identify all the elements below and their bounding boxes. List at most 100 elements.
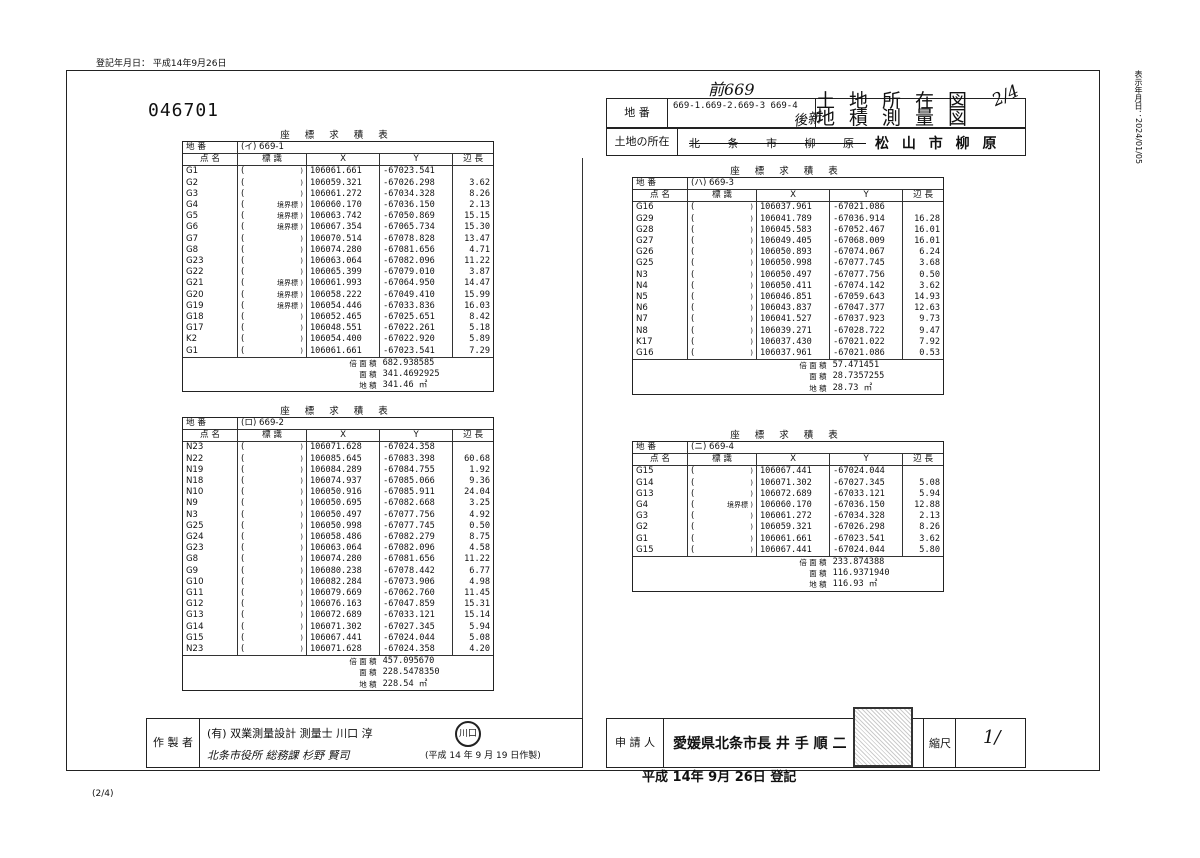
- y-value: -67021.022: [829, 336, 904, 349]
- chiban-value: (ニ) 669-4: [691, 442, 735, 452]
- marker-open: (: [241, 300, 245, 311]
- summary-label: 面 積: [359, 370, 377, 380]
- point-name: G1: [633, 533, 688, 545]
- point-name: G7: [183, 233, 238, 245]
- side-length: 6.24: [919, 247, 940, 258]
- y-value: -67081.656: [379, 244, 454, 257]
- x-value: 106059.321: [756, 522, 831, 534]
- marker-open: (: [691, 336, 695, 347]
- marker-open: (: [691, 258, 695, 269]
- side-length: 8.26: [919, 522, 940, 533]
- point-name: G14: [633, 477, 688, 489]
- marker: ): [702, 292, 757, 304]
- y-value: -67068.009: [829, 236, 904, 248]
- column-header: Y: [829, 189, 904, 202]
- point-name: G15: [183, 632, 238, 645]
- point-name: G1: [183, 345, 238, 358]
- side-length: 13.47: [464, 233, 490, 244]
- marker: ): [702, 258, 757, 270]
- side-length: 3.25: [469, 498, 490, 509]
- scale-value: 1/: [983, 727, 1001, 748]
- x-value: 106072.689: [756, 488, 831, 501]
- side-length: 2.13: [919, 511, 940, 522]
- y-value: -67028.722: [829, 325, 904, 337]
- y-value: -67036.150: [829, 500, 904, 512]
- y-value: -67079.010: [379, 267, 454, 279]
- marker: ): [252, 599, 307, 611]
- point-name: N8: [633, 325, 688, 337]
- registration-stamp: 平成 14年 9月 26日 登記: [642, 770, 797, 785]
- point-name: N19: [183, 464, 238, 477]
- marker-open: (: [691, 224, 695, 235]
- point-name: G22: [183, 267, 238, 279]
- marker: ): [252, 323, 307, 335]
- marker: ): [252, 610, 307, 622]
- marker: 境界標 ): [702, 500, 757, 512]
- point-name: G14: [183, 621, 238, 633]
- applicant-value: 愛媛県北条市長 井 手 順 二: [673, 736, 847, 752]
- y-value: -67077.745: [829, 258, 904, 270]
- x-value: 106050.497: [306, 509, 381, 521]
- x-value: 106059.321: [306, 177, 381, 189]
- point-name: G18: [183, 312, 238, 324]
- summary-label: 倍 面 積: [799, 558, 827, 568]
- side-length: 8.42: [469, 312, 490, 323]
- column-header: 点 名: [633, 189, 688, 202]
- x-value: 106048.551: [306, 323, 381, 335]
- marker: ): [252, 543, 307, 555]
- x-value: 106063.064: [306, 543, 381, 555]
- point-name: G3: [633, 511, 688, 523]
- summary-value: 341.46 ㎡: [382, 380, 428, 391]
- marker: ): [702, 488, 757, 501]
- marker: ): [252, 520, 307, 533]
- point-name: G15: [633, 544, 688, 557]
- marker-open: (: [691, 348, 695, 359]
- side-length: 11.22: [464, 554, 490, 565]
- point-name: N22: [183, 453, 238, 465]
- handwritten-prev-chiban: 前669: [708, 80, 755, 99]
- preparer-box: 作 製 者 (有) 双業測量設計 測量士 川口 淳 川口 北条市役所 総務課 杉…: [146, 718, 583, 768]
- marker-open: (: [241, 599, 245, 610]
- side-length: 15.15: [464, 211, 490, 222]
- marker-open: (: [691, 314, 695, 325]
- marker: ): [702, 269, 757, 281]
- table-title: 座 標 求 積 表: [280, 130, 394, 141]
- x-value: 106071.628: [306, 441, 381, 454]
- marker-open: (: [691, 325, 695, 336]
- x-value: 106071.302: [306, 621, 381, 633]
- point-name: G25: [633, 258, 688, 270]
- side-length: 0.50: [469, 520, 490, 531]
- marker: ): [252, 621, 307, 633]
- y-value: -67022.261: [379, 323, 454, 335]
- column-header: X: [756, 189, 831, 202]
- y-value: -67047.859: [379, 599, 454, 611]
- y-value: -67024.044: [829, 465, 904, 478]
- official-seal: [853, 707, 913, 767]
- point-name: G16: [633, 201, 688, 214]
- point-name: G23: [183, 256, 238, 268]
- summary-value: 28.7357255: [832, 371, 885, 382]
- side-length: 15.30: [464, 222, 490, 233]
- summary-label: 地 積: [809, 383, 827, 393]
- column-header: X: [756, 453, 831, 466]
- column-header: 標 識: [687, 453, 757, 466]
- x-value: 106050.497: [756, 269, 831, 281]
- side-length: 15.31: [464, 599, 490, 610]
- y-value: -67023.541: [829, 533, 904, 545]
- y-value: -67049.410: [379, 289, 454, 301]
- y-value: -67037.923: [829, 314, 904, 326]
- marker-open: (: [241, 509, 245, 520]
- side-length: 8.26: [469, 188, 490, 199]
- x-value: 106065.399: [306, 267, 381, 279]
